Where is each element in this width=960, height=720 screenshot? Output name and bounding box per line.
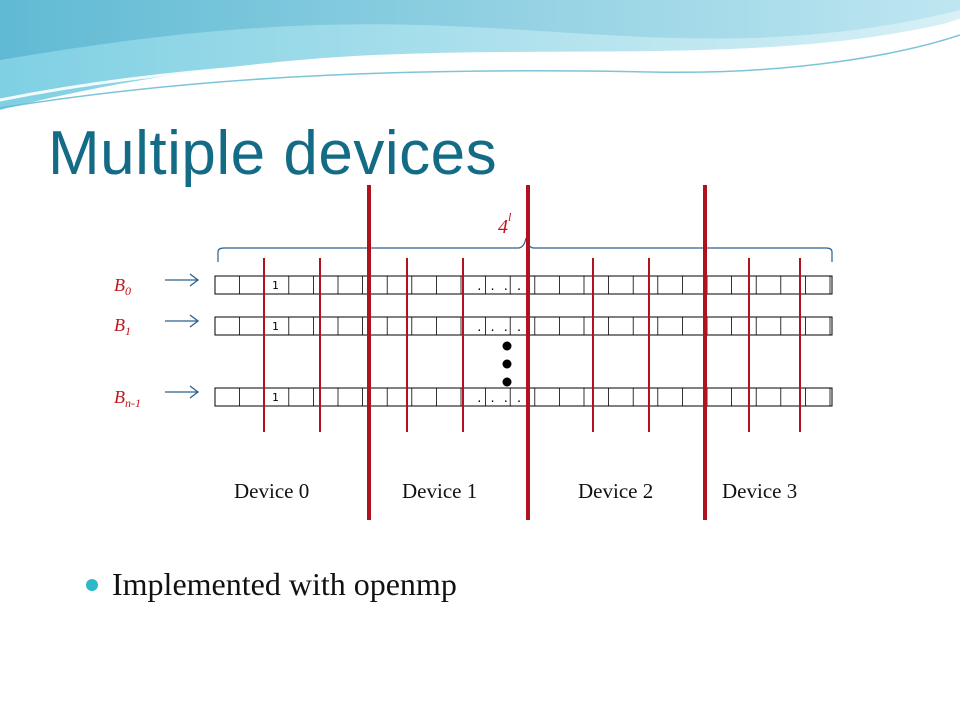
span-label: 4l [498, 210, 512, 238]
row-first-value: 1 [272, 391, 279, 404]
row-ellipsis: . . . . [476, 321, 522, 334]
row-first-value: 1 [272, 320, 279, 333]
device-label: Device 3 [722, 479, 797, 503]
device-label: Device 1 [402, 479, 477, 503]
svg-text:B0: B0 [114, 275, 131, 298]
row-arrow-icon [165, 385, 200, 399]
row-first-value: 1 [272, 279, 279, 292]
row-arrow-icon [165, 273, 200, 287]
bullet-dot-icon [86, 578, 98, 591]
span-brace [217, 237, 833, 262]
vertical-ellipsis-dot [502, 341, 512, 351]
row-label-b0: B0 [114, 275, 131, 298]
row-label-b1: B1 [114, 315, 131, 338]
device-label: Device 2 [578, 479, 653, 503]
row-arrow-icon [165, 314, 200, 328]
device-label: Device 0 [234, 479, 309, 503]
cell-grid-row [214, 316, 833, 336]
row-ellipsis: . . . . [476, 280, 522, 293]
cell-grid-row [214, 387, 833, 407]
slide-title: Multiple devices [48, 119, 498, 188]
vertical-ellipsis-dot [502, 377, 512, 387]
bullet-text: Implemented with openmp [112, 566, 457, 602]
svg-text:B1: B1 [114, 315, 131, 338]
svg-text:Bn-1: Bn-1 [114, 387, 141, 410]
vertical-ellipsis-dot [502, 359, 512, 369]
cell-grid-row [214, 275, 833, 295]
row-ellipsis: . . . . [476, 392, 522, 405]
bullet-item: Implemented with openmp [86, 566, 457, 603]
header-wave-decoration [0, 0, 960, 110]
row-label-bn-1: Bn-1 [114, 387, 141, 410]
